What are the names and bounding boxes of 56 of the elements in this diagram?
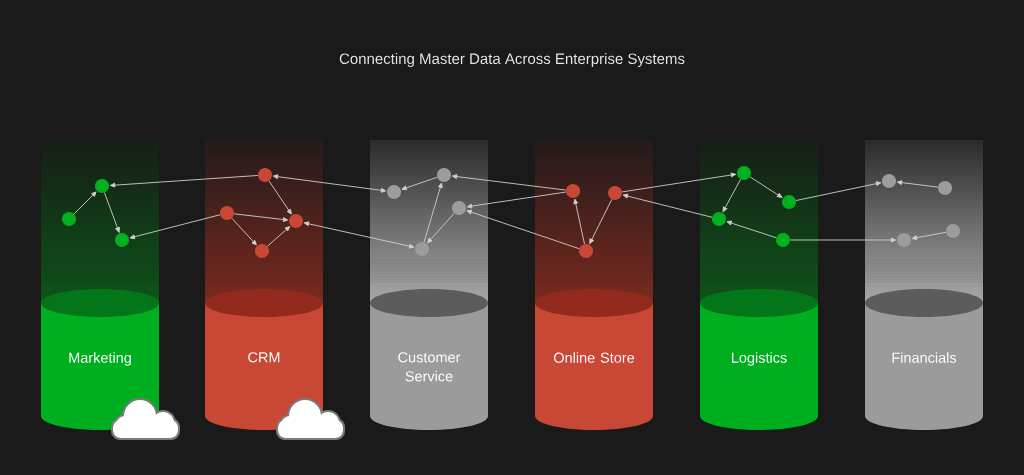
- arrow: [266, 226, 291, 247]
- database-column: Financials: [865, 140, 983, 430]
- arrow: [621, 172, 737, 193]
- database-column: Online Store: [535, 140, 653, 430]
- arrow: [303, 221, 415, 249]
- arrow: [129, 214, 221, 240]
- dot: [776, 233, 790, 247]
- arrow: [73, 191, 97, 215]
- database-column: CRM: [205, 140, 323, 430]
- dot: [62, 212, 76, 226]
- dot: [220, 206, 234, 220]
- arrow: [104, 192, 120, 233]
- arrow: [789, 237, 897, 243]
- dot: [897, 233, 911, 247]
- arrow: [896, 180, 939, 188]
- dot: [712, 212, 726, 226]
- arrow: [622, 193, 713, 218]
- dot: [452, 201, 466, 215]
- arrow: [233, 213, 289, 222]
- dot: [608, 186, 622, 200]
- dot: [579, 244, 593, 258]
- dot: [415, 242, 429, 256]
- dot: [566, 184, 580, 198]
- dot: [258, 168, 272, 182]
- arrow: [272, 174, 387, 193]
- dot: [882, 174, 896, 188]
- database-column: Marketing: [41, 140, 159, 430]
- dot: [946, 224, 960, 238]
- arrow: [268, 180, 292, 215]
- arrow: [726, 220, 777, 239]
- arrow: [466, 191, 567, 209]
- dot: [437, 168, 451, 182]
- arrow: [109, 175, 259, 188]
- arrow: [427, 212, 455, 244]
- arrow: [911, 231, 947, 241]
- dot: [737, 166, 751, 180]
- arrow: [401, 176, 438, 191]
- dot: [938, 181, 952, 195]
- dot: [115, 233, 129, 247]
- arrow: [423, 182, 443, 243]
- dot: [95, 179, 109, 193]
- database-column: Logistics: [700, 140, 818, 430]
- arrow: [451, 174, 567, 191]
- dot: [255, 244, 269, 258]
- arrow: [589, 199, 613, 244]
- dot: [782, 195, 796, 209]
- arrow: [795, 181, 882, 201]
- arrow: [749, 176, 783, 198]
- arrow: [231, 217, 257, 246]
- arrow: [573, 198, 585, 245]
- title: Connecting Master Data Across Enterprise Systems: [339, 53, 685, 67]
- database-column: Customer Service: [370, 140, 488, 430]
- arrow: [466, 209, 580, 250]
- dot: [387, 185, 401, 199]
- arrow: [722, 178, 742, 213]
- dot: [289, 214, 303, 228]
